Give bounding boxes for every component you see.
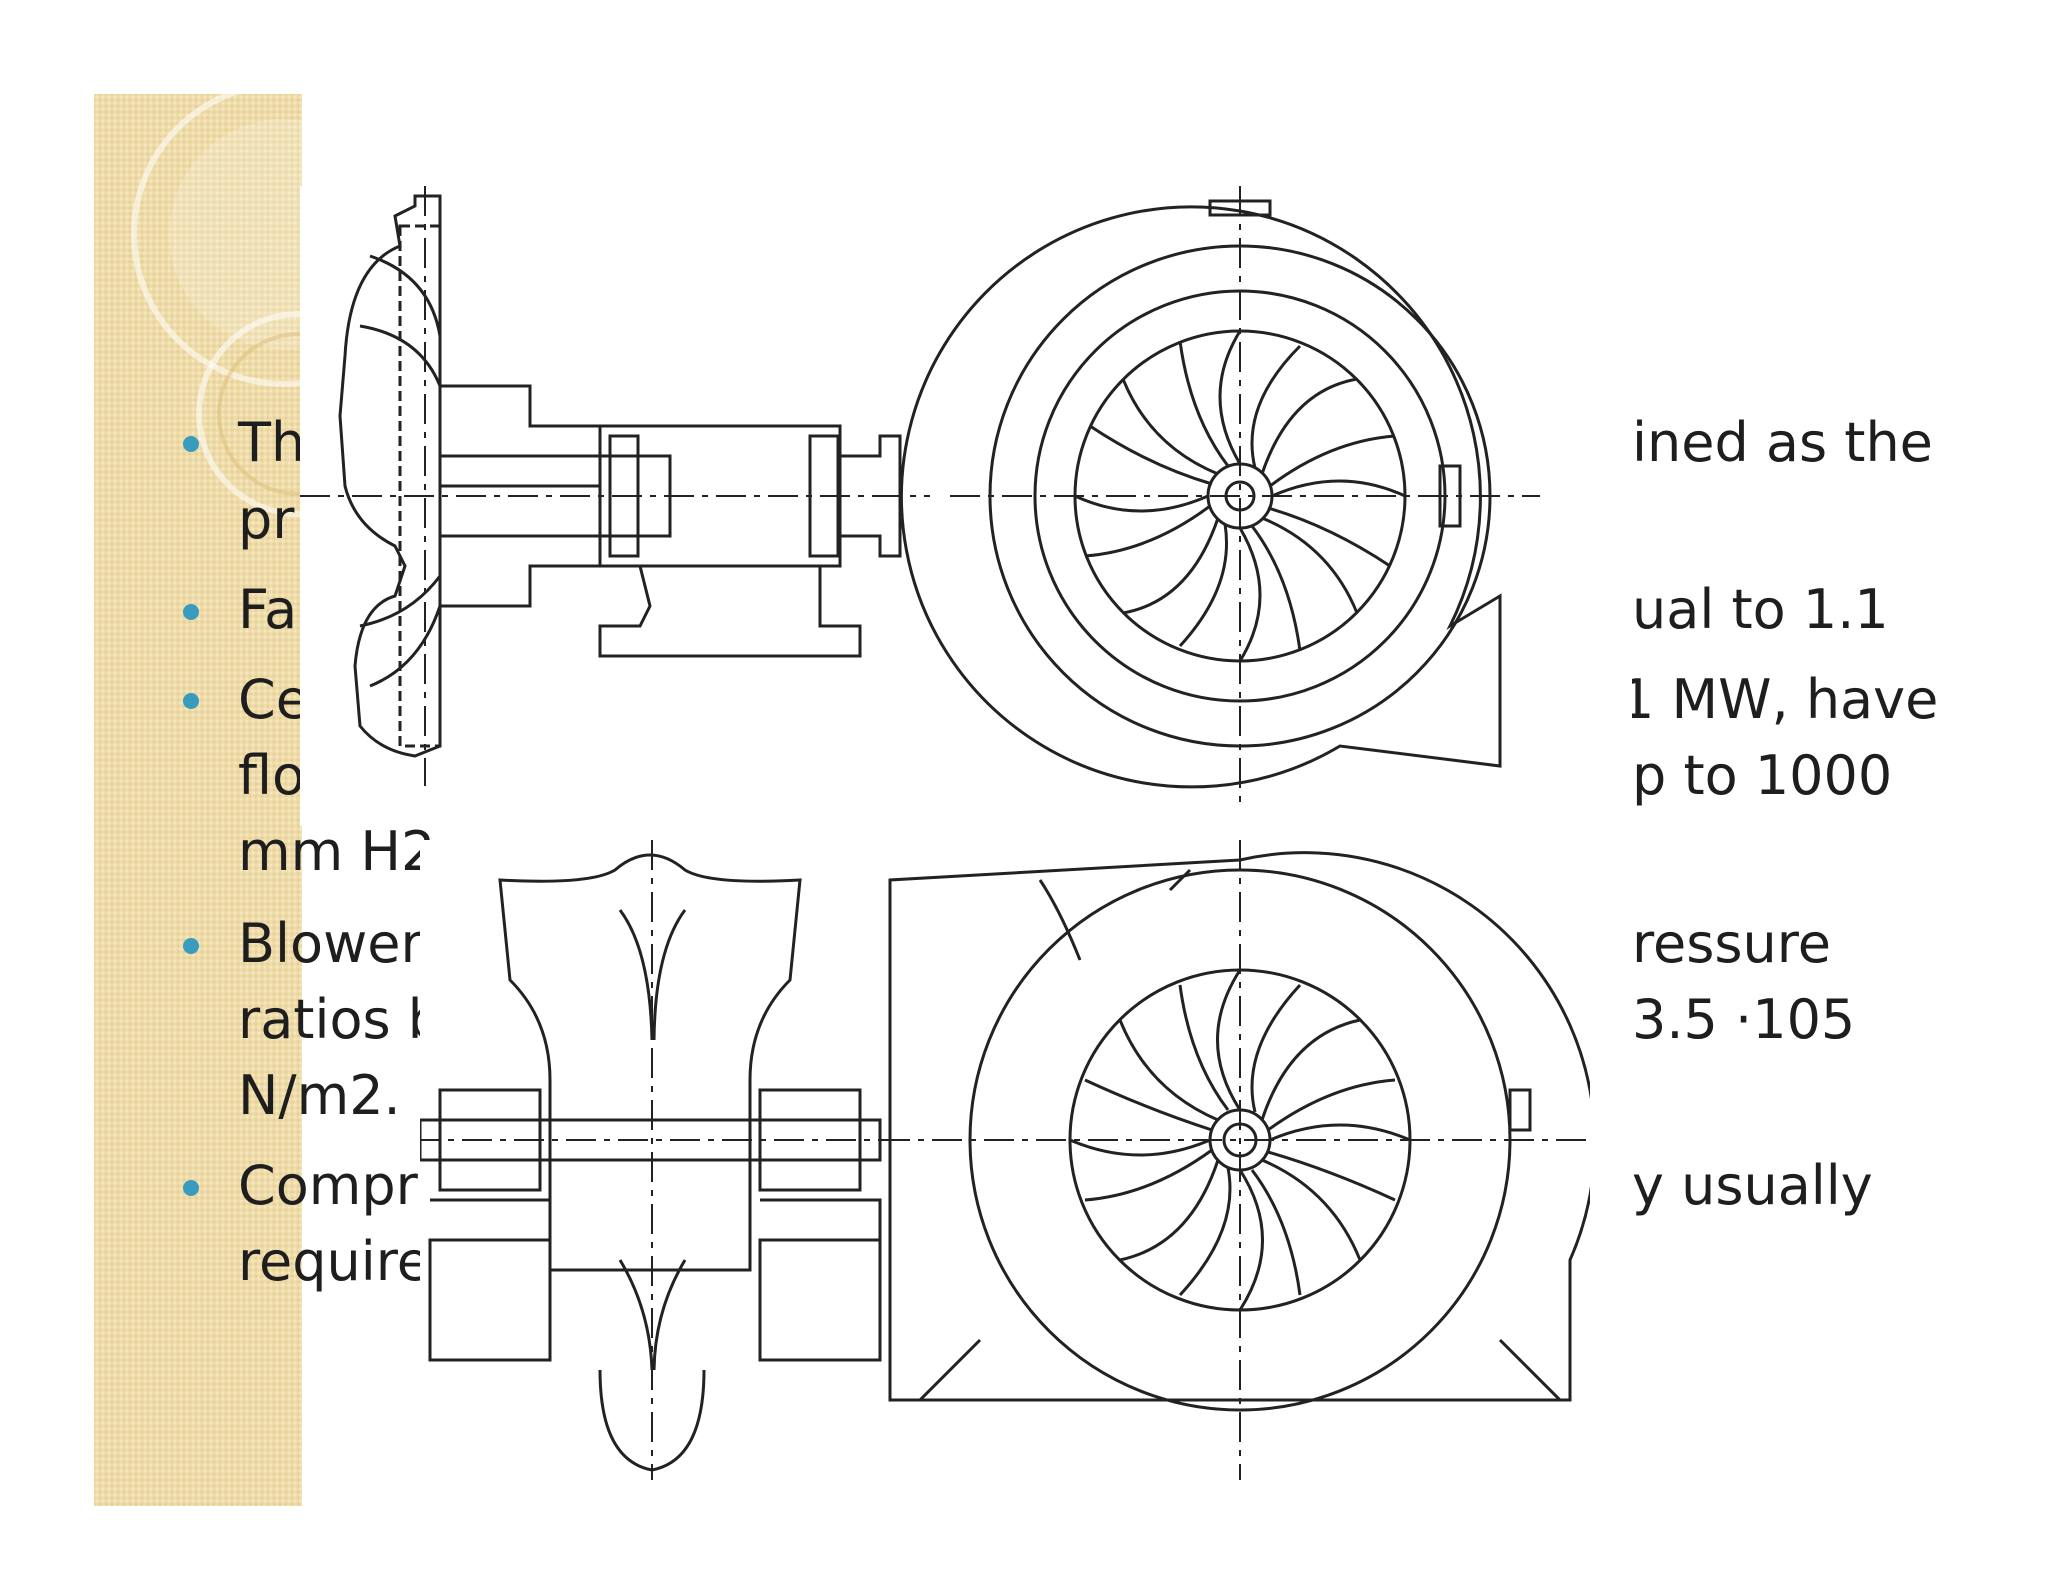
blower-side-section <box>420 840 900 1480</box>
decorative-left-strip <box>94 94 302 1506</box>
bullet-dot <box>183 1180 199 1196</box>
bullet-4-line-1-left: Blower <box>238 912 423 975</box>
bullet-1-line-1-right: ined as the <box>1632 411 1933 474</box>
bullet-2-line-1-left: Fa <box>238 578 298 641</box>
bullet-1-line-1-left: Th <box>238 411 306 474</box>
bullet-dot <box>183 693 199 709</box>
bullet-5-line-2-left: require <box>238 1230 430 1293</box>
bullet-3-line-2-right: p to 1000 <box>1632 744 1893 807</box>
bullet-5-line-1-left: Compr <box>238 1154 418 1217</box>
bullet-4-line-2-left: ratios b <box>238 988 443 1051</box>
bullet-dot <box>183 938 199 954</box>
fan-side-section <box>300 186 930 786</box>
fan-engineering-drawing <box>300 186 1632 826</box>
bullet-dot <box>183 436 199 452</box>
bullet-3-line-1-right: 1 MW, have <box>1620 668 1939 731</box>
bullet-4-line-2-right: 3.5 ·105 <box>1632 988 1856 1051</box>
bullet-3-line-1-left: Ce <box>238 668 309 731</box>
bullet-1-line-2-left: pr <box>238 488 295 551</box>
bullet-3-line-3-left: mm H2 <box>238 820 436 883</box>
blower-engineering-drawing <box>420 840 1590 1480</box>
fan-front-view <box>900 186 1540 806</box>
bullet-2-line-1-right: ual to 1.1 <box>1632 578 1889 641</box>
bullet-3-line-2-left: flo <box>238 744 306 807</box>
blower-front-view <box>880 840 1590 1480</box>
bullet-dot <box>183 604 199 620</box>
bullet-4-line-3-left: N/m2. <box>238 1064 401 1127</box>
bullet-5-line-1-right: y usually <box>1632 1154 1873 1217</box>
bullet-4-line-1-right: ressure <box>1632 912 1831 975</box>
